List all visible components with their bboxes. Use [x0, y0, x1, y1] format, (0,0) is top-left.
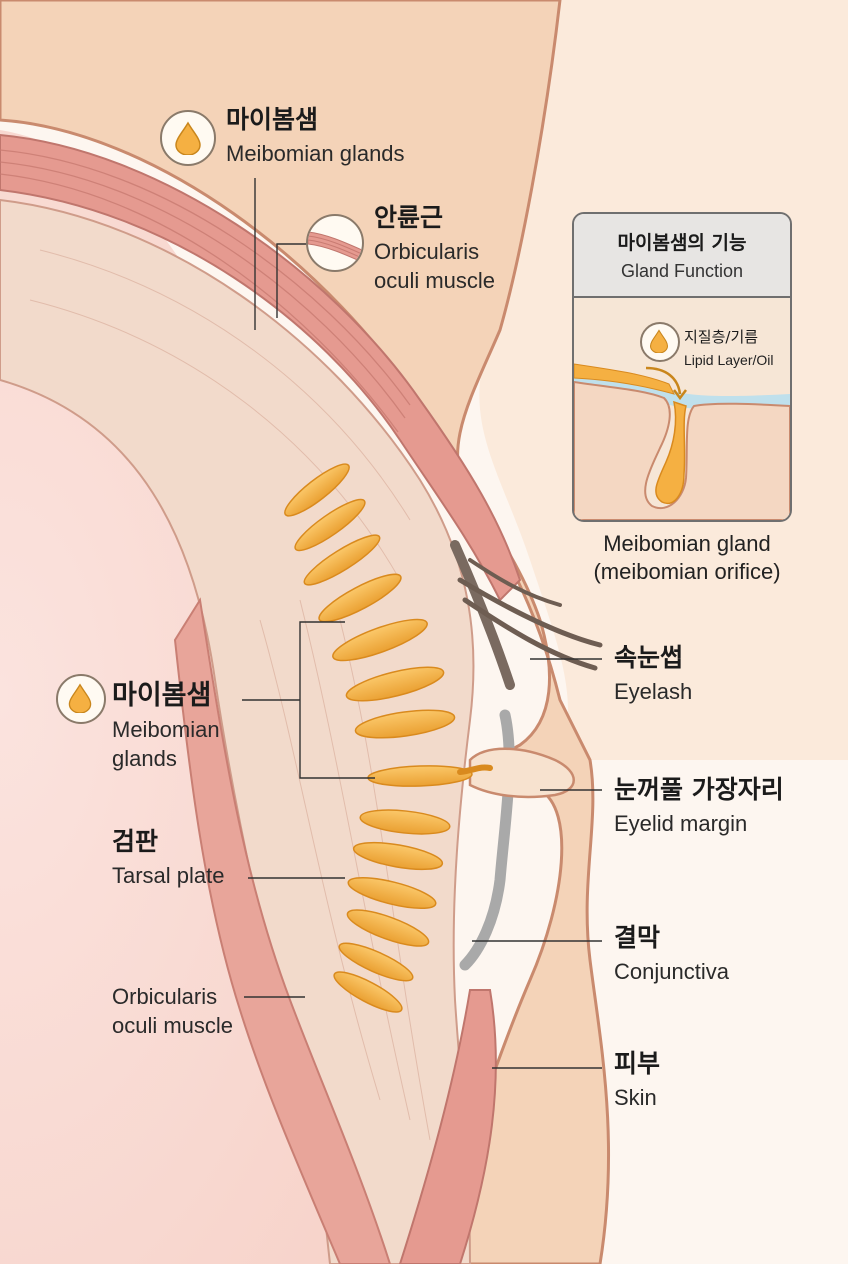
- meibomian-label-mid-ko: 마이봄샘: [112, 680, 212, 711]
- eyelash-label-en: Eyelash: [614, 678, 693, 704]
- orbicularis-label-bottom: Orbicularis oculi muscle: [112, 984, 233, 1039]
- inset-title: 마이봄샘의 기능: [617, 232, 747, 254]
- muscle-fiber-icon: [306, 214, 364, 272]
- orbicularis-muscle-lower-right: [398, 989, 497, 1264]
- skin-label-en: Skin: [614, 1084, 657, 1110]
- conjunctiva-label-ko: 결막: [614, 923, 661, 952]
- eyelid-margin-label-en: Eyelid margin: [614, 810, 748, 836]
- inset-illustration: [574, 298, 790, 520]
- conjunctiva-label-en: Conjunctiva: [614, 958, 729, 984]
- eyelash-label-ko: 속눈썹: [614, 643, 684, 672]
- meibomian-label-mid-en1: Meibomian: [112, 717, 220, 743]
- orbicularis-label-bottom-en2: oculi muscle: [112, 1013, 234, 1039]
- orbicularis-muscle-lower: [173, 597, 392, 1264]
- skin-label-ko: 피부: [614, 1049, 661, 1078]
- meibomian-label-top: 마이봄샘 Meibomian glands: [226, 105, 405, 166]
- eyelash-label: 속눈썹 Eyelash: [614, 643, 693, 704]
- tarsal-label-en: Tarsal plate: [112, 862, 225, 888]
- eyelid-margin-shape: [468, 747, 575, 799]
- orbicularis-label-top: 안륜근 Orbicularis oculi muscle: [374, 203, 496, 294]
- inset-caption-line2: (meibomian orifice): [593, 558, 781, 584]
- lipid-layer-label-ko: 지질층/기름: [684, 328, 759, 346]
- meibomian-orifice: [457, 764, 493, 775]
- inset-subtitle: Gland Function: [620, 261, 744, 281]
- meibomian-label-mid: 마이봄샘 Meibomian glands: [112, 680, 220, 772]
- eyelid-margin-label-ko: 눈꺼풀 가장자리: [614, 775, 784, 804]
- oil-drop-icon: [640, 322, 680, 362]
- orbicularis-label-top-en2: oculi muscle: [374, 268, 496, 294]
- conjunctiva-label: 결막 Conjunctiva: [614, 923, 729, 984]
- inset-header: 마이봄샘의 기능 Gland Function: [574, 214, 790, 298]
- meibomian-label-top-ko: 마이봄샘: [226, 105, 319, 134]
- oil-drop-icon: [160, 110, 216, 166]
- meibomian-label-mid-en2: glands: [112, 746, 177, 772]
- orbicularis-label-bottom-en1: Orbicularis: [112, 984, 218, 1009]
- skin-background: [0, 0, 848, 760]
- lipid-layer-label-en: Lipid Layer/Oil: [684, 352, 774, 368]
- tarsal-label: 검판 Tarsal plate: [112, 827, 225, 888]
- skin-label: 피부 Skin: [614, 1049, 661, 1110]
- eyelash-strands: [450, 540, 603, 690]
- meibomian-glands: [284, 463, 473, 1013]
- tarsal-label-ko: 검판: [112, 827, 159, 856]
- leader-lines: [242, 178, 602, 1069]
- gland-function-inset: 마이봄샘의 기능 Gland Function: [572, 212, 792, 522]
- orbicularis-muscle-upper: [0, 133, 522, 602]
- meibomian-label-top-en: Meibomian glands: [226, 140, 405, 166]
- eyelid-margin-label: 눈꺼풀 가장자리 Eyelid margin: [614, 775, 784, 836]
- orbicularis-label-top-ko: 안륜근: [374, 203, 444, 232]
- inset-caption: Meibomian gland (meibomian orifice): [572, 530, 802, 585]
- oil-drop-icon: [56, 674, 106, 724]
- orbicularis-label-top-en1: Orbicularis: [374, 238, 480, 264]
- inset-caption-line1: Meibomian gland: [603, 531, 771, 556]
